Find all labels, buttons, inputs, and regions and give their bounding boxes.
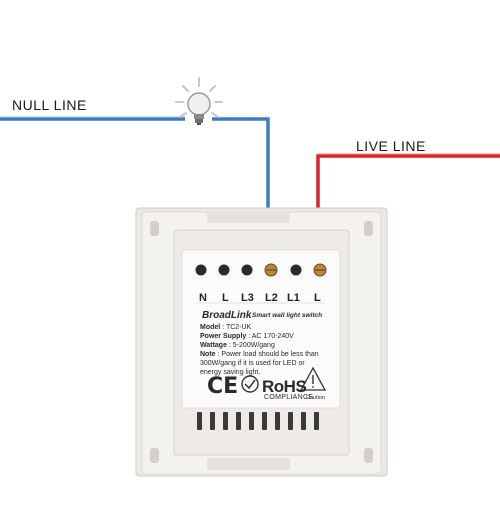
terminal-label-l2: L2 <box>265 292 278 304</box>
null-line-label: NULL LINE <box>12 97 87 113</box>
rohs-compliance-text: COMPLIANCE <box>264 394 314 401</box>
terminal-block <box>195 263 327 277</box>
product-subtitle: Smart wall light switch <box>252 312 323 319</box>
live-line-label: LIVE LINE <box>356 138 426 154</box>
spec-note-line2: 300W/gang if it is used for LED or <box>200 360 305 367</box>
spec-model: Model : TC2-UK <box>200 324 252 331</box>
spec-power: Power Supply : AC 170-240V <box>200 333 294 340</box>
terminal-label-l: L <box>222 292 229 304</box>
terminal-label-l1: L1 <box>287 292 300 304</box>
caution-label: Caution <box>306 395 325 401</box>
light-bulb-icon <box>175 77 223 125</box>
terminal-screw <box>195 264 302 276</box>
terminal-label-l3: L3 <box>241 292 254 304</box>
terminal-label-n: N <box>199 292 207 304</box>
vent-slots <box>197 412 319 430</box>
ce-mark: CE <box>207 374 239 399</box>
rohs-mark: RoHS <box>262 377 307 396</box>
rohs-check-icon <box>241 375 259 393</box>
caution-triangle-icon <box>299 366 327 391</box>
brand-logo: BroadLink <box>202 310 252 321</box>
terminal-label-l-out: L <box>314 292 321 304</box>
spec-note-line3: energy saving light. <box>200 369 261 376</box>
spec-wattage: Wattage : 5-200W/gang <box>200 342 275 349</box>
spec-note: Note : Power load should be less than <box>200 351 319 358</box>
